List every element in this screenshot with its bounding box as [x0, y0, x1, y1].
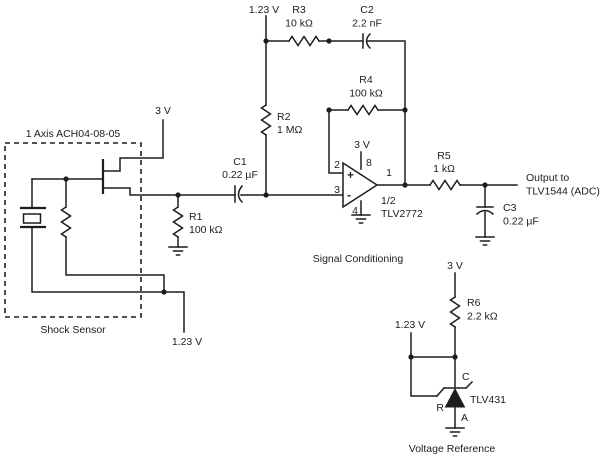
r1-value: 100 kΩ: [189, 224, 223, 236]
r2-value: 1 MΩ: [277, 124, 303, 136]
junction-dot: [326, 107, 332, 113]
vref-supply-label: 3 V: [447, 260, 463, 272]
vref-ref-lead: [410, 356, 438, 397]
sensor-internal-resistor: [60, 178, 165, 293]
sensor-bias-label: 1.23 V: [172, 336, 202, 348]
r5-ref: R5: [437, 150, 451, 162]
tlv431-cathode-label: C: [462, 371, 470, 383]
r6-value: 2.2 kΩ: [467, 311, 498, 323]
output-network: R5 1 kΩ Output to TLV1544 (ADC) C3 0.22 …: [376, 150, 600, 246]
ground-symbol: [351, 214, 371, 224]
tlv431-bar-ticks: [435, 380, 474, 398]
jfet-drain-lead: [102, 119, 164, 172]
opamp-minus-sign: -: [347, 190, 351, 202]
r3-value: 10 kΩ: [285, 18, 313, 30]
r3-ref: R3: [292, 4, 306, 16]
r5-value: 1 kΩ: [433, 163, 455, 175]
sensor-supply-label: 3 V: [155, 105, 171, 117]
tlv431-anode-label: A: [461, 412, 468, 424]
c1-plate-curved: [237, 184, 244, 204]
voltage-reference-block: 3 V R6 2.2 kΩ 1.23 V C R A TLV431 Voltag…: [395, 260, 506, 455]
junction-dot: [452, 354, 458, 360]
opamp-pin1-label: 1: [386, 167, 392, 179]
r5-zigzag: [428, 179, 462, 191]
signal-conditioning-caption: Signal Conditioning: [313, 253, 404, 265]
output-label-line2: TLV1544 (ADC): [526, 186, 600, 198]
r6-ref: R6: [467, 297, 481, 309]
ground-symbol: [475, 236, 495, 246]
r3-network: R3 10 kΩ: [265, 4, 330, 47]
r4-ref: R4: [359, 74, 373, 86]
resistor-zigzag: [60, 205, 72, 239]
junction-dot: [408, 354, 414, 360]
bias-top-label: 1.23 V: [249, 4, 279, 16]
opamp-pin2-label: 2: [334, 159, 340, 171]
junction-dot: [63, 176, 69, 182]
tlv431-triangle: [444, 387, 466, 408]
r4-zigzag: [346, 104, 380, 116]
junction-dot: [402, 182, 408, 188]
junction-dot: [161, 289, 167, 295]
c1-ref: C1: [233, 156, 247, 168]
vref-output-label: 1.23 V: [395, 319, 425, 331]
r3-zigzag: [287, 35, 321, 47]
piezo-bottom-lead: [31, 226, 165, 293]
piezo-element: [20, 178, 165, 293]
opamp-pin3-label: 3: [334, 184, 340, 196]
jfet-source-lead: [102, 187, 236, 196]
output-label-line1: Output to: [526, 172, 569, 184]
opamp-designator: 1/2: [381, 195, 396, 207]
junction-dot: [402, 107, 408, 113]
c3-value: 0.22 µF: [503, 216, 539, 228]
opamp-tlv2772: + - 2 3 3 V 8 4 1 1/2 TLV2772: [334, 139, 423, 224]
ground-symbol: [168, 246, 188, 256]
r1-network: R1 100 kΩ: [168, 192, 223, 256]
opamp-supply-label: 3 V: [354, 139, 370, 151]
c2-ref: C2: [360, 4, 374, 16]
tlv431-symbol: C R A TLV431: [435, 371, 506, 437]
r4-value: 100 kΩ: [349, 88, 383, 100]
shock-sensor-block: 1 Axis ACH04-08-05 Shock Sensor 3 V 1.23…: [4, 105, 236, 348]
c3-plate-curved: [475, 209, 495, 216]
sensor-bias-wire: [163, 291, 185, 333]
sensor-title: 1 Axis ACH04-08-05: [26, 128, 121, 140]
r1-ref: R1: [189, 211, 203, 223]
r1-zigzag: [172, 205, 184, 239]
c3-ref: C3: [503, 202, 517, 214]
c2-leads: [328, 40, 406, 186]
tlv431-part-number: TLV431: [470, 394, 506, 406]
c2-feedback: C2 2.2 nF: [326, 4, 406, 186]
feedback-to-input-wire: [328, 109, 344, 174]
c3-capacitor: C3 0.22 µF: [475, 184, 539, 246]
junction-dot: [263, 192, 269, 198]
r2-ref: R2: [277, 111, 291, 123]
opamp-pin4-label: 4: [352, 205, 358, 217]
sensor-dashed-outline: [4, 142, 142, 318]
c1-capacitor: C1 0.22 µF: [222, 156, 344, 204]
r4-feedback: R4 100 kΩ: [326, 74, 408, 174]
junction-dot: [326, 38, 332, 44]
vref-output-wire: [410, 332, 456, 358]
opamp-part-number: TLV2772: [381, 208, 423, 220]
r2-bias-branch: 1.23 V R2 1 MΩ: [249, 4, 303, 198]
opamp-triangle: [342, 161, 379, 209]
c1-value: 0.22 µF: [222, 169, 258, 181]
voltage-reference-caption: Voltage Reference: [409, 443, 496, 455]
sensor-caption: Shock Sensor: [40, 324, 106, 336]
c2-value: 2.2 nF: [352, 18, 382, 30]
opamp-plus-sign: +: [347, 170, 354, 182]
junction-dot: [175, 192, 181, 198]
r6-zigzag: [449, 295, 461, 329]
resistor-lead: [65, 236, 165, 293]
ground-symbol: [445, 427, 465, 437]
tlv431-reference-label: R: [436, 402, 444, 414]
opamp-pin8-label: 8: [366, 157, 372, 169]
r2-zigzag: [260, 103, 272, 137]
c2-plate-curved: [365, 32, 372, 50]
piezo-crystal-body: [22, 213, 42, 224]
